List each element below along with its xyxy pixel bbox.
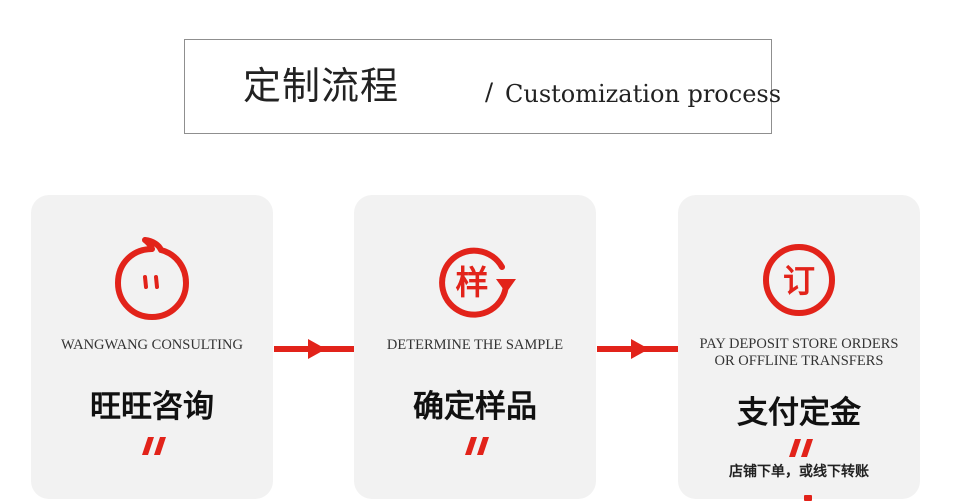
sample-icon-glyph: 样	[456, 263, 489, 302]
page-title-cn: 定制流程	[243, 64, 400, 108]
step-cn-title: 确定样品	[413, 389, 537, 425]
quote-mark-icon	[789, 439, 813, 457]
step-en-label: DETERMINE THE SAMPLE	[354, 337, 596, 354]
arrow-right-icon	[597, 339, 678, 359]
quote-mark-icon	[465, 437, 489, 455]
step-en-line: PAY DEPOSIT STORE ORDERS	[699, 336, 899, 352]
step-en-label: WANGWANG CONSULTING	[31, 337, 273, 354]
step-en-line: OR OFFLINE TRANSFERS	[714, 353, 884, 369]
title-separator: /	[485, 78, 494, 106]
arrow-right-icon	[274, 339, 354, 359]
wangwang-chat-icon	[115, 237, 189, 320]
order-icon: 订	[763, 244, 835, 316]
step-card-sample: 样 DETERMINE THE SAMPLE 确定样品	[354, 195, 596, 499]
step-card-deposit: 订 PAY DEPOSIT STORE ORDERS OR OFFLINE TR…	[678, 195, 920, 499]
step-cn-title: 支付定金	[737, 395, 861, 431]
step-en-label: PAY DEPOSIT STORE ORDERS OR OFFLINE TRAN…	[678, 336, 920, 370]
title-box: 定制流程 / Customization process	[184, 39, 781, 134]
order-icon-glyph: 订	[783, 262, 815, 300]
step-card-wangwang: WANGWANG CONSULTING 旺旺咨询	[31, 195, 273, 499]
decorative-mark	[804, 495, 812, 501]
sample-refresh-icon: 样	[439, 247, 516, 318]
quote-mark-icon	[142, 437, 166, 455]
page-title-en: Customization process	[505, 80, 782, 108]
step-cn-title: 旺旺咨询	[90, 389, 214, 425]
step-subtitle: 店铺下单，或线下转账	[729, 464, 869, 480]
step-en-line: DETERMINE THE SAMPLE	[386, 337, 564, 353]
step-en-line: WANGWANG CONSULTING	[61, 337, 243, 353]
